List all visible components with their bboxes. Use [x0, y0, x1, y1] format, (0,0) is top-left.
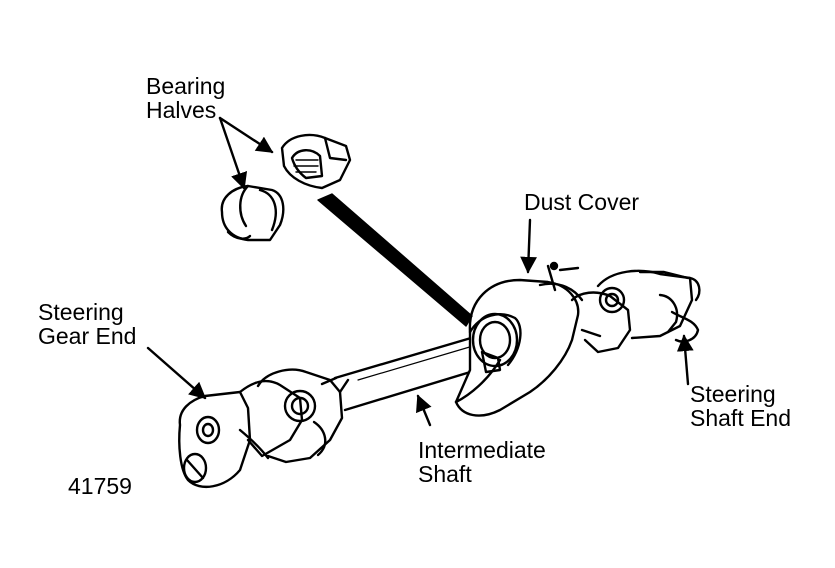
bearing-halves-label: Bearing Halves	[146, 74, 225, 122]
dust-cover	[454, 261, 584, 417]
leader-bearing-lower	[218, 116, 248, 190]
leader-intermediate-shaft	[416, 394, 432, 427]
intermediate-shaft-label-line2: Shaft	[418, 461, 472, 487]
leader-steering-gear-end	[146, 346, 207, 400]
leader-bearing-upper	[218, 116, 274, 154]
steering-shaft-end-label-line1: Steering	[690, 381, 776, 407]
bearing-halves-label-line1: Bearing	[146, 73, 226, 99]
leader-steering-shaft-end	[676, 334, 694, 386]
figure-number: 41759	[68, 473, 132, 499]
bearing-halves-label-line2: Halves	[146, 97, 217, 123]
intermediate-shaft-label: Intermediate Shaft	[418, 438, 546, 486]
steering-shaft-end-label: Steering Shaft End	[690, 382, 791, 430]
dust-cover-label: Dust Cover	[524, 189, 640, 215]
steering-gear-end-label: Steering Gear End	[38, 300, 136, 348]
steering-shaft-end-joint	[570, 269, 701, 354]
steering-gear-end-label-line1: Steering	[38, 299, 124, 325]
bearing-half-upper	[280, 133, 352, 190]
leader-dust-cover	[520, 218, 537, 274]
bearing-half-lower	[220, 184, 285, 242]
steering-gear-end-label-line2: Gear End	[38, 323, 137, 349]
steering-gear-end-joint	[178, 368, 350, 488]
bearing-location-wedge	[317, 193, 473, 327]
intermediate-shaft-label-line1: Intermediate	[418, 437, 546, 463]
steering-shaft-end-label-line2: Shaft End	[690, 405, 792, 431]
